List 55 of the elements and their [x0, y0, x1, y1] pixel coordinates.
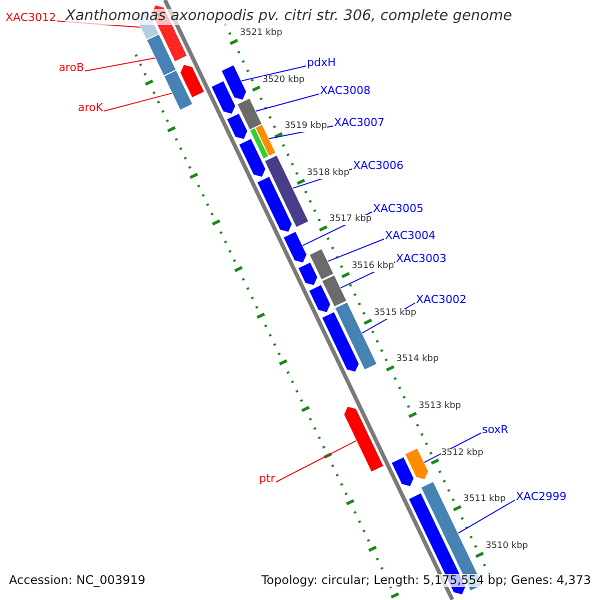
gene-feature — [226, 112, 248, 140]
gene-feature — [179, 64, 206, 99]
gene-feature — [308, 284, 332, 314]
leader-line — [104, 92, 172, 112]
gene-label: aroB — [58, 62, 84, 74]
tick-label: 3518 kbp — [306, 168, 350, 179]
gene-block — [321, 274, 348, 308]
gene-block — [146, 33, 177, 77]
leader-line — [255, 94, 320, 112]
gene-feature — [238, 138, 266, 178]
accession-text: Accession: NC_003919 — [9, 574, 146, 588]
gene-label: ptr — [259, 472, 275, 486]
tick-label: 3515 kbp — [374, 308, 416, 319]
leader-line — [327, 238, 384, 262]
gene-label: XAC2999 — [516, 490, 567, 504]
gene-label: pdxH — [307, 56, 336, 70]
gene-feature — [404, 447, 430, 480]
leader-line — [276, 440, 357, 482]
gene-label: XAC3012 — [5, 12, 56, 24]
tick-label: 3516 kbp — [352, 262, 394, 272]
gene-block — [248, 126, 270, 160]
gene-block — [308, 248, 335, 281]
gene-block — [236, 97, 263, 131]
leader-line — [458, 500, 516, 534]
tick-label: 3513 kbp — [418, 402, 461, 412]
tick-label: 3511 kbp — [463, 495, 506, 506]
gene-label: XAC3008 — [320, 84, 371, 98]
gene-feature — [256, 176, 293, 233]
leader-line — [84, 58, 156, 72]
gene-label: XAC3005 — [373, 202, 424, 216]
gene-feature — [320, 310, 360, 373]
gene-feature — [343, 406, 385, 473]
gene-feature — [297, 261, 318, 286]
gene-label: XAC3006 — [353, 160, 404, 172]
gene-label: XAC3004 — [385, 230, 436, 242]
gene-label: aroK — [78, 102, 103, 114]
gene-label: XAC3003 — [396, 252, 447, 266]
gene-label: XAC3002 — [416, 294, 467, 306]
tick-label: 3514 kbp — [396, 355, 439, 366]
leader-line — [241, 66, 306, 82]
gene-feature — [210, 80, 236, 115]
gene-feature — [390, 456, 415, 488]
tick-label: 3521 kbp — [240, 28, 282, 39]
gene-feature — [220, 64, 248, 101]
gene-block — [163, 69, 194, 111]
gene-label: soxR — [482, 424, 508, 436]
tick-label: 3512 kbp — [440, 448, 484, 458]
tick-label: 3517 kbp — [329, 215, 372, 226]
tick-label: 3519 kbp — [284, 122, 327, 132]
genome-info-text: Topology: circular; Length: 5,175,554 bp; Genes: 4,373 — [261, 574, 591, 588]
gene-feature — [282, 230, 308, 264]
tick-label: 3520 kbp — [262, 76, 305, 86]
tick-label: 3510 kbp — [486, 542, 528, 552]
map-title: Xanthomonas axonopodis pv. citri str. 306, complete genome — [65, 9, 512, 25]
gene-label: XAC3007 — [334, 116, 385, 130]
